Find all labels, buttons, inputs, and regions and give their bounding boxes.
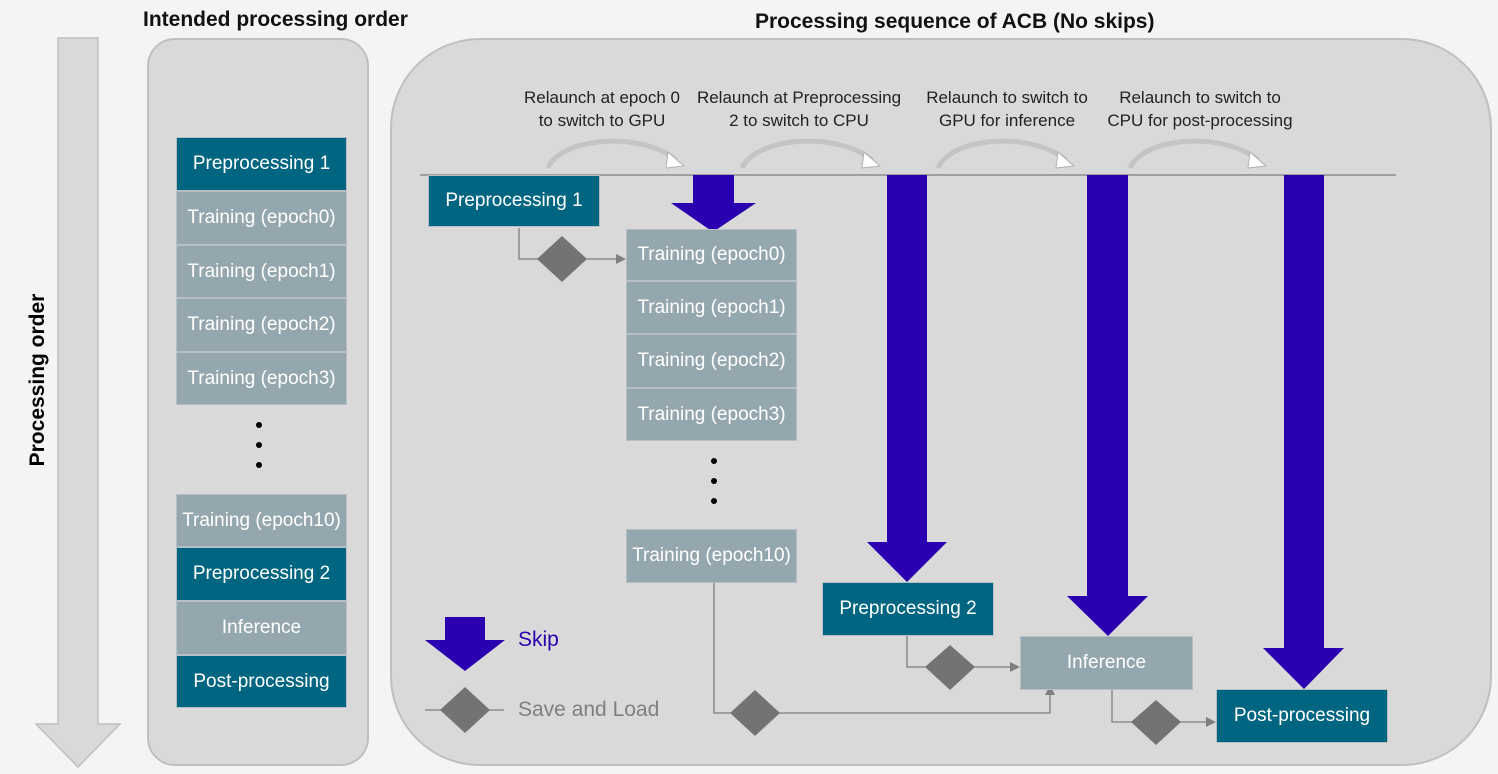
left-step-preprocessing-2: Preprocessing 2: [176, 547, 347, 601]
save-load-diamond-2: [730, 690, 780, 736]
relaunch-head-3: [1055, 151, 1076, 169]
acb-inference: Inference: [1020, 636, 1193, 690]
skip-arrow-3: [1067, 175, 1148, 636]
annotation-relaunch-preprocessing2: Relaunch at Preprocessing 2 to switch to…: [696, 88, 902, 130]
annotation-relaunch-post-processing: Relaunch to switch to CPU for post-proce…: [1107, 88, 1293, 130]
relaunch-curve-1: [545, 138, 678, 170]
legend-skip-label: Skip: [518, 628, 559, 651]
left-panel-title: Intended processing order: [143, 8, 408, 31]
arrowhead-3: [1010, 662, 1020, 672]
legend-save-load-label: Save and Load: [518, 698, 660, 721]
relaunch-curve-3: [935, 138, 1068, 170]
left-step-epoch3: Training (epoch3): [176, 352, 347, 405]
relaunch-head-2: [861, 151, 882, 169]
acb-post-processing: Post-processing: [1216, 689, 1388, 743]
legend-save-load-diamond: [440, 687, 490, 733]
left-step-inference: Inference: [176, 601, 347, 655]
right-panel-title: Processing sequence of ACB (No skips): [755, 10, 1155, 33]
acb-training-epoch3: Training (epoch3): [626, 388, 797, 441]
relaunch-curve-4: [1127, 138, 1260, 170]
acb-preprocessing-2: Preprocessing 2: [822, 582, 994, 636]
left-step-epoch1: Training (epoch1): [176, 245, 347, 298]
legend-skip-arrow: [425, 617, 505, 671]
acb-ellipsis: [711, 458, 719, 518]
skip-arrow-4: [1263, 175, 1344, 689]
annotation-relaunch-inference: Relaunch to switch to GPU for inference: [926, 88, 1088, 130]
acb-training-epoch1: Training (epoch1): [626, 281, 797, 334]
skip-arrow-1: [671, 175, 756, 232]
arrowhead-4: [1206, 717, 1216, 727]
connector-training-to-inference: [713, 583, 1051, 714]
arrowhead-1: [616, 254, 626, 264]
left-step-epoch0: Training (epoch0): [176, 191, 347, 245]
left-step-epoch10: Training (epoch10): [176, 494, 347, 547]
acb-training-epoch10: Training (epoch10): [626, 529, 797, 583]
acb-training-epoch2: Training (epoch2): [626, 334, 797, 388]
acb-preprocessing-1: Preprocessing 1: [428, 175, 600, 227]
annotation-relaunch-epoch0: Relaunch at epoch 0 to switch to GPU: [524, 88, 680, 130]
arrowhead-2: [1045, 685, 1055, 695]
save-load-diamond-3: [925, 645, 975, 690]
skip-arrow-2: [867, 175, 947, 582]
save-load-diamond-4: [1131, 700, 1181, 745]
acb-training-epoch0: Training (epoch0): [626, 229, 797, 281]
left-step-post-processing: Post-processing: [176, 655, 347, 708]
relaunch-curve-2: [739, 138, 874, 170]
relaunch-head-1: [665, 151, 686, 169]
left-ellipsis: [256, 422, 264, 482]
left-step-epoch2: Training (epoch2): [176, 298, 347, 352]
connector-pre2-to-inference: [906, 636, 1012, 668]
save-load-diamond-1: [537, 236, 587, 282]
relaunch-head-4: [1247, 151, 1268, 169]
processing-order-arrow: [34, 37, 122, 769]
left-step-preprocessing-1: Preprocessing 1: [176, 137, 347, 191]
